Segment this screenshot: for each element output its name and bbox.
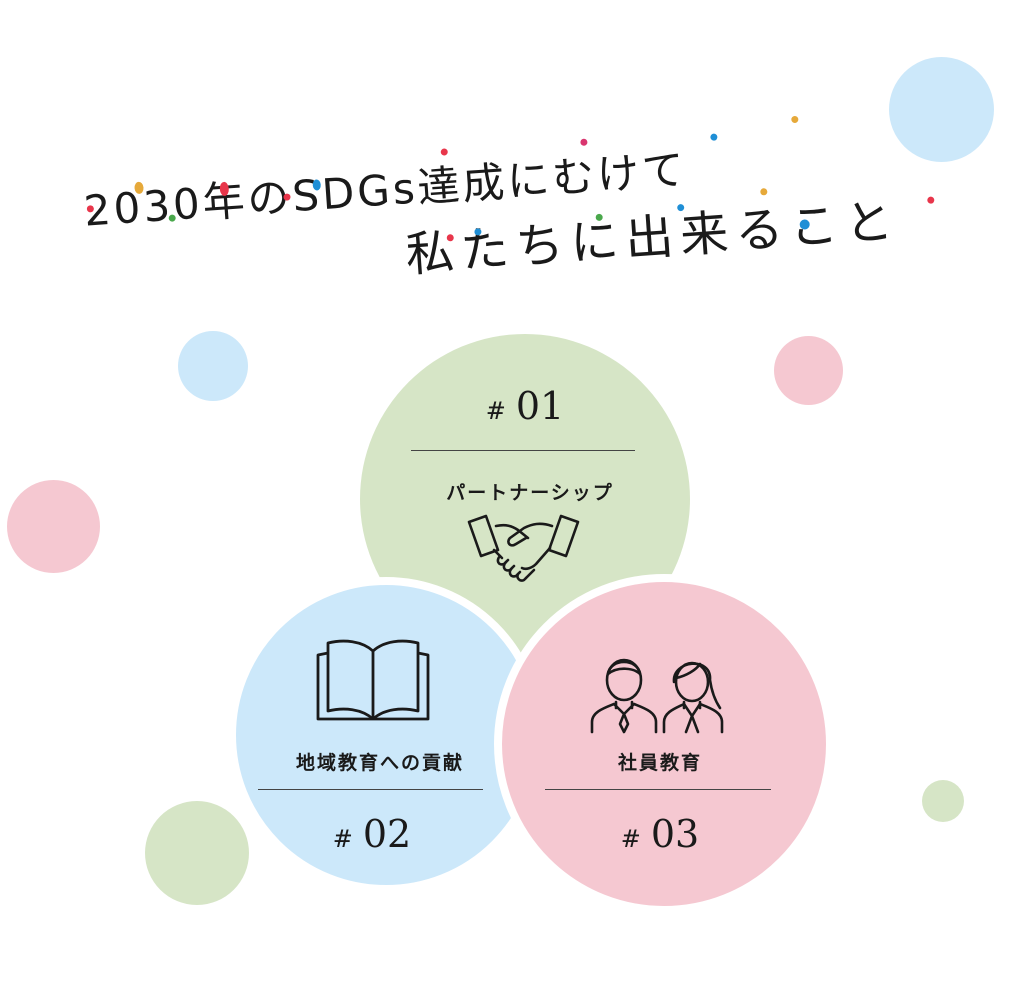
item-number-03: #03 (575, 812, 745, 856)
accent-dot (927, 196, 935, 204)
hash-mark: # (485, 397, 506, 425)
number-value: 02 (362, 812, 412, 856)
item-label-partnership: パートナーシップ (446, 482, 614, 504)
open-book-icon (316, 639, 430, 721)
employees-icon (590, 658, 724, 734)
item-circle-regional-education (228, 577, 544, 893)
accent-dot (710, 133, 718, 141)
hash-mark: # (620, 825, 641, 853)
decor-circle-blue-top-right (889, 57, 994, 162)
divider (411, 450, 635, 451)
divider (258, 789, 483, 790)
decor-circle-pink-left (7, 480, 100, 573)
decor-circle-green-small (922, 780, 964, 822)
handshake-icon (467, 514, 580, 582)
item-number-01: #01 (440, 384, 610, 428)
decor-circle-pink-right (774, 336, 843, 405)
accent-dot (791, 115, 799, 124)
page-heading: 2030年のSDGs達成にむけて 私たちに出来ること (81, 104, 969, 315)
decor-circle-blue-small (178, 331, 248, 401)
number-value: 01 (515, 384, 565, 428)
decor-circle-green-bottom-left (145, 801, 249, 905)
item-label-regional-education: 地域教育への貢献 (295, 752, 464, 774)
hash-mark: # (332, 825, 353, 853)
divider (545, 789, 771, 790)
item-label-employee-education: 社員教育 (617, 752, 702, 774)
item-number-02: #02 (287, 812, 457, 856)
item-circle-employee-education (494, 574, 834, 914)
number-value: 03 (650, 812, 700, 856)
